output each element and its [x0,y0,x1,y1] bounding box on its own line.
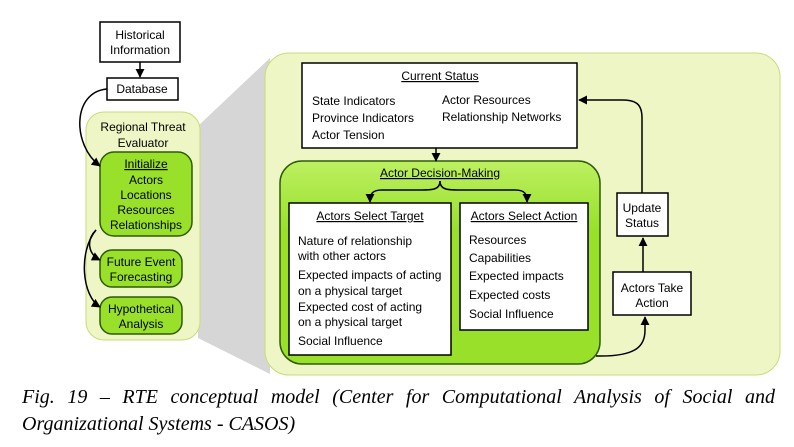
arrow-database-to-initialize [79,88,108,167]
current-status-item: Relationship Networks [442,110,561,124]
hypothetical-analysis-label: Analysis [119,317,164,331]
actors-select-target-title: Actors Select Target [316,209,424,223]
select-target-item: Expected impacts of acting [298,268,441,282]
current-status-title: Current Status [401,69,478,83]
rte-conceptual-model-diagram: Historical Information Database Regional… [79,21,781,376]
current-status-frame [301,62,578,149]
actor-decision-making-box: Actor Decision-Making Actors Select Targ… [279,160,601,365]
select-action-item: Social Influence [469,307,554,321]
arrow-decision-to-select-action [439,180,532,203]
hypothetical-analysis-frame [99,296,183,335]
future-event-forecasting-frame [99,249,183,288]
initialize-frame [99,151,193,237]
initialize-item: Resources [117,203,174,217]
figure-caption-line: Fig. 19 – RTE conceptual model (Center f… [22,386,775,408]
arrow-decision-to-take-action [595,316,650,357]
arrow-update-status-to-current-status [578,95,643,193]
select-target-item: with other actors [297,249,386,263]
hypothetical-analysis-label: Hypothetical [108,302,174,316]
actors-take-action-box: Actors Take Action [612,271,692,316]
arrow-initialize-to-hypothetical [83,229,101,308]
actors-select-action-title: Actors Select Action [471,209,578,223]
initialize-title: Initialize [124,157,168,171]
select-target-item: Expected cost of acting [298,300,422,314]
select-action-item: Capabilities [469,251,531,265]
arrow-decision-to-select-target [365,180,441,203]
figure-caption: Fig. 19 – RTE conceptual model (Center f… [22,384,775,438]
select-target-item: on a physical target [298,284,403,298]
current-status-item: Actor Resources [442,93,531,107]
zoom-connector [198,58,270,374]
future-event-forecasting-label: Forecasting [110,270,173,284]
regional-threat-evaluator-title: Regional Threat [100,120,186,134]
database-box: Database [106,77,179,101]
figure-caption-line: Organizational Systems - CASOS) [22,413,296,435]
actors-select-action-box: Actors Select Action Resources Capabilit… [459,202,589,331]
historical-information-box: Historical Information [99,21,181,63]
select-action-item: Resources [469,233,526,247]
actors-take-action-label: Actors Take [621,281,684,295]
actor-decision-making-title: Actor Decision-Making [380,166,500,180]
hypothetical-analysis-box: Hypothetical Analysis [99,296,183,335]
current-status-item: Province Indicators [312,111,414,125]
update-status-label: Update [623,201,662,215]
actors-select-target-box: Actors Select Target Nature of relations… [288,202,452,356]
future-event-forecasting-box: Future Event Forecasting [99,249,183,288]
initialize-item: Relationships [110,218,182,232]
current-status-box: Current Status State Indicators Province… [301,62,578,149]
update-status-box: Update Status [616,192,669,237]
initialize-item: Locations [120,188,171,202]
select-target-item: on a physical target [298,315,403,329]
actors-take-action-frame [612,271,692,316]
actors-select-action-frame [459,202,589,331]
select-action-item: Expected costs [469,288,550,302]
historical-information-label: Information [110,43,170,57]
select-target-item: Nature of relationship [298,234,412,248]
regional-threat-evaluator-title: Evaluator [118,136,169,150]
database-label: Database [116,82,168,96]
actors-take-action-label: Action [635,296,668,310]
select-action-item: Expected impacts [469,269,564,283]
historical-information-label: Historical [115,28,164,42]
select-target-item: Social Influence [298,334,383,348]
initialize-box: Initialize Actors Locations Resources Re… [99,151,193,237]
future-event-forecasting-label: Future Event [107,255,176,269]
initialize-item: Actors [129,173,163,187]
current-status-item: State Indicators [312,94,395,108]
update-status-label: Status [625,216,659,230]
current-status-item: Actor Tension [312,128,385,142]
actors-select-target-frame [288,202,452,356]
